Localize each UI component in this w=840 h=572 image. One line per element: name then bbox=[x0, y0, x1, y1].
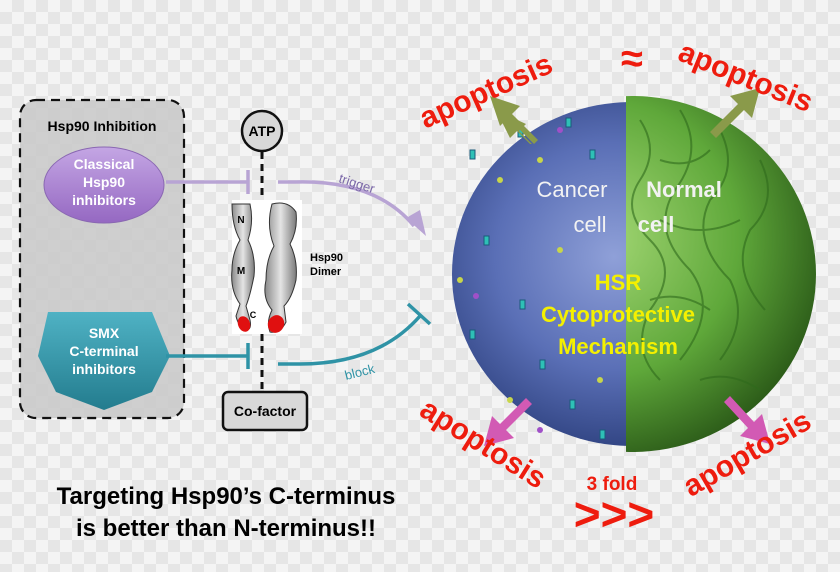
smx-label-2: C-terminal bbox=[69, 343, 138, 359]
classical-inhibitors-node: Classical Hsp90 inhibitors bbox=[43, 146, 165, 224]
block-label: block bbox=[343, 361, 377, 383]
classical-inhibition-line bbox=[166, 170, 250, 194]
normal-cell-texture bbox=[631, 109, 769, 391]
cell-labels: Cancer cell Normal cell HSR Cytoprotecti… bbox=[537, 177, 722, 359]
apoptosis-top-left: apoptosis bbox=[415, 47, 558, 135]
atp-label: ATP bbox=[249, 123, 276, 139]
hsr-label: HSR bbox=[595, 270, 642, 295]
normal-cell-label-1: Normal bbox=[646, 177, 722, 202]
classical-label-2: Hsp90 bbox=[83, 174, 125, 190]
domain-m-label: M bbox=[237, 266, 245, 277]
cancer-cell-half bbox=[452, 102, 626, 446]
smx-label-1: SMX bbox=[89, 325, 120, 341]
conclusion-line-1: Targeting Hsp90’s C-terminus bbox=[57, 483, 396, 510]
cancer-cell-label-2: cell bbox=[573, 212, 606, 237]
normal-cell-label-2: cell bbox=[638, 212, 675, 237]
apoptosis-arrow-bottom-right bbox=[724, 396, 770, 444]
dimer-label-2: Dimer bbox=[310, 266, 342, 278]
inhibition-box-title: Hsp90 Inhibition bbox=[48, 118, 157, 134]
trigger-label: trigger bbox=[337, 171, 377, 197]
block-arrow: block bbox=[278, 302, 432, 383]
cancer-cell-label-1: Cancer bbox=[537, 177, 608, 202]
cell-illustration bbox=[452, 96, 816, 452]
greater-than-symbols: >>> bbox=[574, 488, 655, 540]
smx-inhibition-line bbox=[166, 343, 250, 369]
conclusion-line-2: is better than N-terminus!! bbox=[76, 515, 376, 542]
domain-c-label: C bbox=[250, 310, 257, 320]
c-terminal-red-right bbox=[267, 315, 285, 333]
cytoprotective-label: Cytoprotective bbox=[541, 302, 695, 327]
apoptosis-arrow-top-left bbox=[490, 96, 538, 144]
dimer-label-1: Hsp90 bbox=[310, 252, 343, 264]
classical-label-3: inhibitors bbox=[72, 192, 136, 208]
smx-inhibitors-node: SMX C-terminal inhibitors bbox=[38, 312, 170, 410]
classical-label-1: Classical bbox=[74, 156, 135, 172]
apoptosis-arrow-top-right bbox=[710, 88, 760, 138]
smx-label-3: inhibitors bbox=[72, 361, 136, 377]
approx-symbol: ≈ bbox=[621, 37, 643, 81]
mechanism-label: Mechanism bbox=[558, 334, 678, 359]
domain-n-label: N bbox=[237, 215, 244, 226]
cofactor-box bbox=[221, 390, 309, 432]
three-fold-label: 3 fold bbox=[587, 474, 638, 495]
hsp90-dimer-figure: ATP N M C Hsp90 Dimer Co-factor bbox=[221, 109, 343, 432]
cofactor-label: Co-factor bbox=[234, 403, 297, 419]
apoptosis-arrow-bottom-left bbox=[484, 398, 532, 446]
c-terminal-red-left bbox=[237, 316, 251, 332]
hsp90-inhibition-panel: Hsp90 Inhibition Classical Hsp90 inhibit… bbox=[18, 98, 186, 420]
atp-node bbox=[240, 109, 284, 153]
